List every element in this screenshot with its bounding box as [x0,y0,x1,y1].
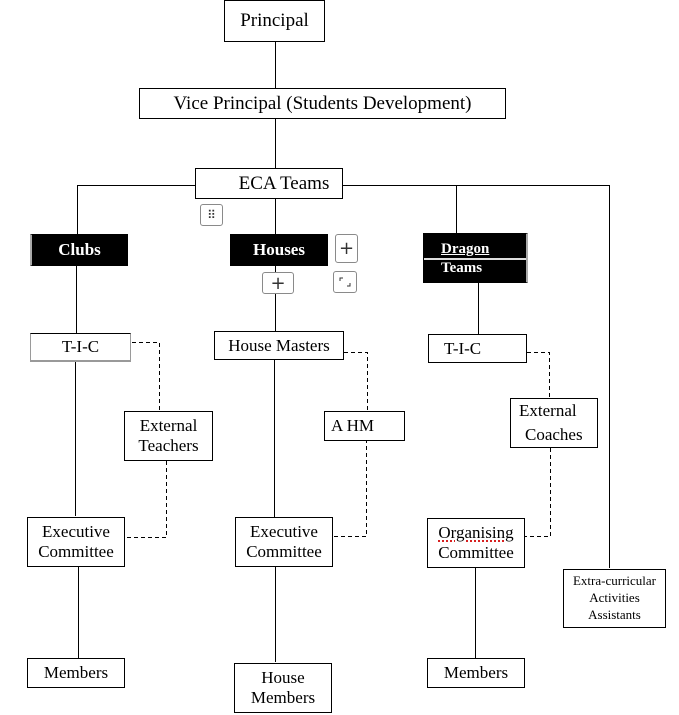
dragon-teams-divider [424,258,526,260]
node-eca-assistants[interactable]: Extra-curricular Activities Assistants [563,569,666,628]
node-clubs[interactable]: Clubs [30,234,128,266]
add-sibling-right-button[interactable]: + [335,234,358,263]
add-child-below-button[interactable]: + [262,272,294,294]
node-dragon-teams-line2: Teams [441,259,483,276]
node-house-members-line1: House [261,668,305,688]
node-house-members-line2: Members [250,688,316,707]
edge-hm-ahm [344,352,368,411]
node-principal[interactable]: Principal [224,0,325,42]
node-dragon-teams-line1: Dragon [441,241,490,257]
node-houses-exec[interactable]: Executive Committee [235,517,333,567]
resize-icon [339,277,351,287]
node-clubs-members-label: Members [43,663,109,683]
node-clubs-exec[interactable]: Executive Committee [27,517,125,567]
node-clubs-exec-line1: Executive [42,522,110,542]
node-clubs-exec-line2: Committee [38,542,114,561]
node-eca-assistants-line1: Extra-curricular [572,573,656,589]
node-eca-assistants-line2: Activities [589,590,640,606]
node-house-members[interactable]: House Members [234,663,332,713]
node-organising-committee-line2: Committee [438,543,514,562]
node-ahm[interactable]: A HM [324,411,405,441]
node-dragon-members-label: Members [443,663,509,683]
node-external-teachers-line1: External [139,416,198,436]
node-dragon-members[interactable]: Members [427,658,525,688]
node-external-teachers-line2: Teachers [138,436,199,455]
node-houses-label: Houses [253,240,305,260]
node-house-masters[interactable]: House Masters [214,331,344,360]
node-organising-committee[interactable]: Organising Committee [427,518,525,568]
node-eca-assistants-line3: Assistants [588,606,641,622]
node-eca-teams-label: ECA Teams [238,172,330,194]
edge-external-coaches-org [525,448,551,537]
node-vice-principal-label: Vice Principal (Students Development) [173,92,472,114]
node-external-coaches-line1: External [519,401,577,421]
dashed-connectors [125,342,551,538]
node-external-coaches-line2: Coaches [525,425,583,444]
node-clubs-members[interactable]: Members [27,658,125,688]
node-clubs-tic-label: T-I-C [61,337,100,357]
node-houses-exec-line2: Committee [246,542,322,561]
node-external-teachers[interactable]: External Teachers [124,411,213,461]
drag-handle-icon: ⠿ [207,208,216,222]
node-external-coaches[interactable]: External Coaches [510,398,598,448]
plus-icon: + [270,272,286,294]
resize-button[interactable] [333,271,357,293]
node-vice-principal[interactable]: Vice Principal (Students Development) [139,88,506,119]
node-organising-committee-line1: Organising [438,523,514,543]
node-houses-exec-line1: Executive [250,522,318,542]
drag-handle-button[interactable]: ⠿ [200,204,223,226]
node-ahm-label: A HM [331,416,374,436]
node-clubs-label: Clubs [58,240,101,260]
node-eca-teams[interactable]: ECA Teams [195,168,343,199]
edge-tic-external-teachers [132,342,160,411]
node-house-masters-label: House Masters [228,335,330,355]
node-dragon-tic[interactable]: T-I-C [428,334,527,363]
edge-external-teachers-exec [125,461,167,538]
plus-icon: + [338,238,355,259]
node-dragon-teams[interactable]: Dragon Teams [423,233,528,283]
node-principal-label: Principal [240,10,309,32]
edge-tic-external-coaches [527,352,550,398]
node-houses[interactable]: Houses [230,234,328,266]
node-clubs-tic[interactable]: T-I-C [30,333,131,362]
edge-ahm-exec [333,411,367,537]
node-dragon-tic-label: T-I-C [444,338,482,358]
